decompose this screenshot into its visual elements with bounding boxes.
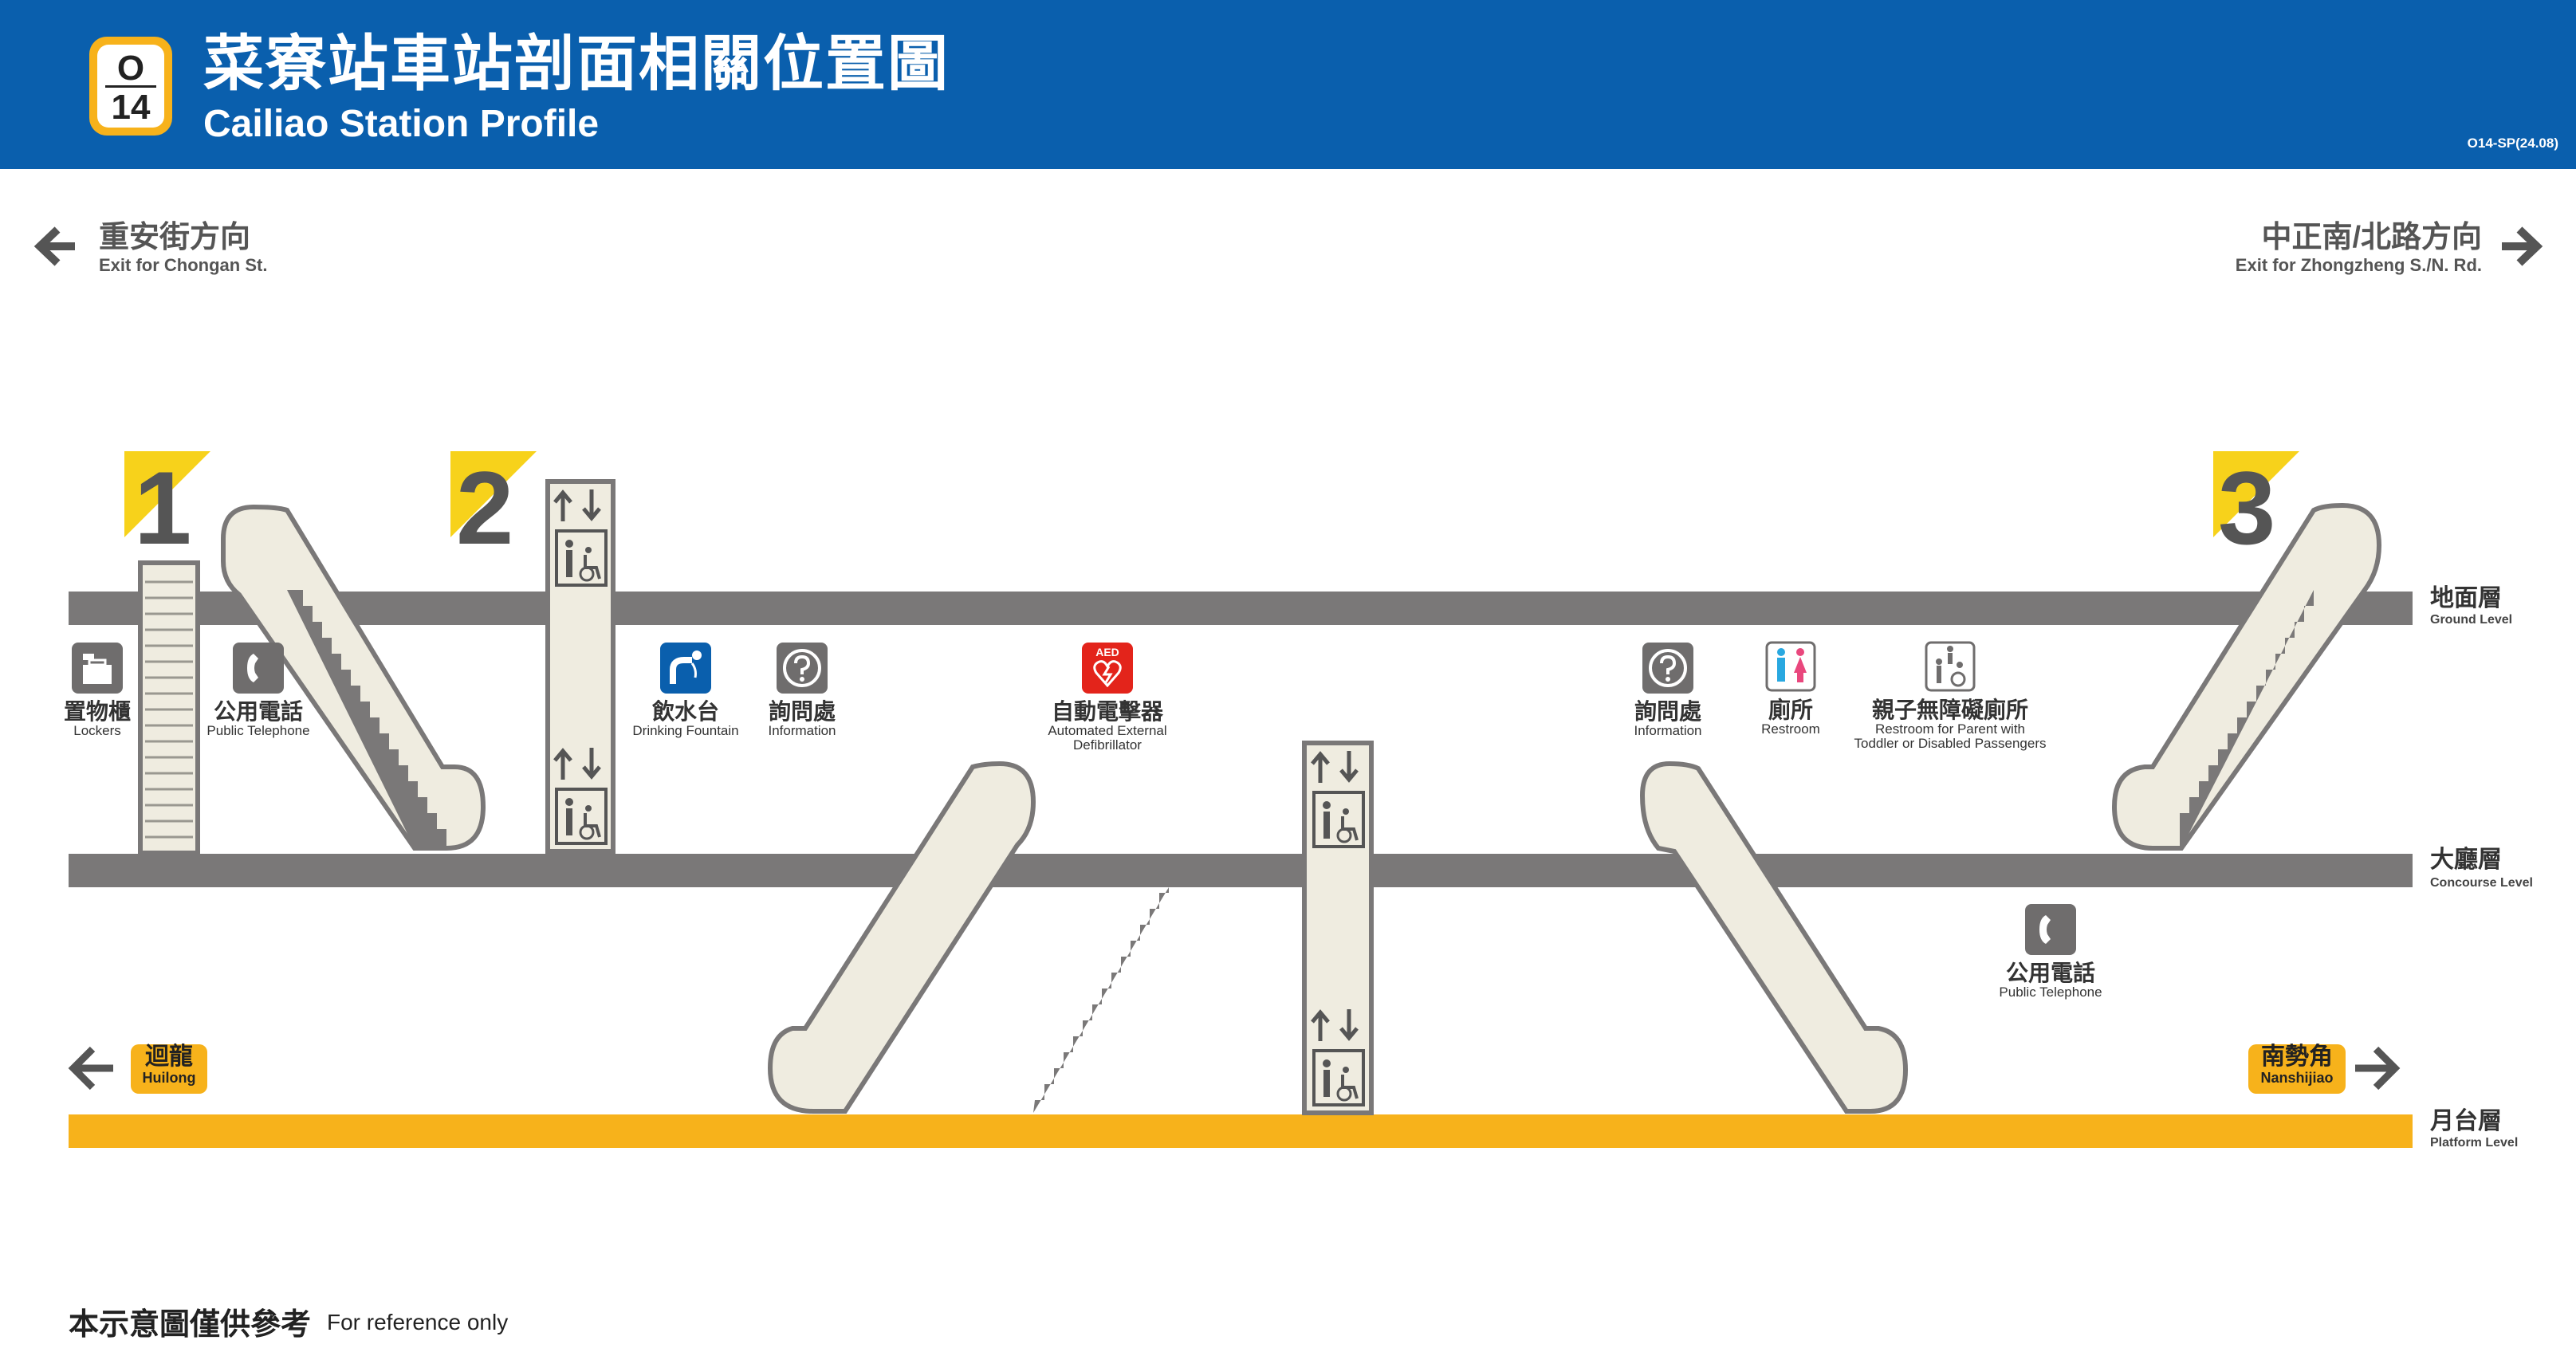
elevator-icon	[553, 489, 608, 587]
exit-left-zh: 重安街方向	[99, 221, 251, 254]
facility-information-2-zh: 詢問處	[1634, 699, 1701, 724]
footer-disclaimer-zh: 本示意圖僅供參考	[69, 1308, 312, 1342]
concourse-level-floor	[69, 854, 2413, 887]
aed-icon: AED	[1082, 643, 1133, 694]
facility-family-restroom-en2: Toddler or Disabled Passengers	[1854, 736, 2047, 751]
exit-left-en: Exit for Chongan St.	[99, 255, 268, 275]
facility-telephone-1-zh: 公用電話	[213, 699, 303, 724]
document-code: O14-SP(24.08)	[2467, 136, 2558, 151]
escalator-exit3	[2111, 502, 2382, 851]
facility-restroom-zh: 廁所	[1768, 698, 1813, 722]
platform-level-floor	[69, 1114, 2413, 1148]
direction-nanshijiao: 南勢角 Nanshijiao	[2248, 1044, 2346, 1094]
elevator-icon	[1311, 1009, 1365, 1106]
facility-telephone-2-en: Public Telephone	[1999, 985, 2102, 1000]
facility-information-1-zh: 詢問處	[768, 699, 836, 724]
elevator-icon	[1311, 751, 1365, 848]
facility-telephone-2-zh: 公用電話	[2005, 961, 2095, 985]
facility-drinking-fountain-zh: 飲水台	[651, 699, 719, 724]
header-bar: O 14 菜寮站車站剖面相關位置圖 Cailiao Station Profil…	[0, 0, 2576, 169]
page-title-en: Cailiao Station Profile	[203, 103, 600, 145]
escalator-exit1	[221, 504, 486, 851]
locker-icon	[72, 643, 123, 694]
escalator-platform-left	[767, 761, 1036, 1114]
exit-number-1: 1	[134, 450, 192, 566]
facility-restroom: 廁所 Restroom	[1735, 698, 1846, 737]
direction-nanshijiao-zh: 南勢角	[2261, 1044, 2333, 1070]
facility-family-restroom-en: Restroom for Parent with	[1874, 721, 2025, 737]
information-icon	[777, 643, 828, 694]
exit-2-flag	[450, 451, 537, 537]
facility-family-restroom-zh: 親子無障礙廁所	[1871, 698, 2028, 722]
level-ground-zh: 地面層	[2430, 585, 2502, 611]
facility-lockers-zh: 置物櫃	[63, 699, 131, 724]
facility-drinking-fountain: 飲水台 Drinking Fountain	[614, 700, 757, 738]
direction-huilong-en: Huilong	[142, 1070, 196, 1086]
station-badge: O 14	[89, 37, 172, 136]
level-concourse-zh: 大廳層	[2430, 847, 2502, 873]
facility-telephone-2: 公用電話 Public Telephone	[1979, 961, 2122, 1000]
arrow-left-icon	[68, 1046, 113, 1091]
facility-restroom-en: Restroom	[1761, 721, 1820, 737]
facility-aed-en2: Defibrillator	[1073, 737, 1142, 753]
exit-number-2: 2	[456, 450, 514, 566]
level-platform-zh: 月台層	[2430, 1108, 2502, 1134]
exit-number-3: 3	[2218, 450, 2276, 566]
arrow-left-icon	[33, 226, 75, 266]
exit-1-stairway	[138, 560, 200, 855]
aed-badge-text: AED	[1095, 646, 1119, 658]
exit-right-zh: 中正南/北路方向	[2261, 221, 2482, 254]
drinking-fountain-icon	[660, 643, 711, 694]
facility-aed-zh: 自動電擊器	[1051, 699, 1163, 724]
telephone-icon	[2025, 904, 2076, 955]
exit-right-en: Exit for Zhongzheng S./N. Rd.	[2235, 255, 2482, 275]
facility-information-1-en: Information	[768, 723, 836, 738]
facility-telephone-1-en: Public Telephone	[206, 723, 310, 738]
direction-huilong: 迴龍 Huilong	[131, 1044, 207, 1094]
level-ground-en: Ground Level	[2430, 613, 2513, 627]
level-platform-en: Platform Level	[2430, 1136, 2519, 1150]
restroom-icon	[1765, 641, 1816, 692]
facility-information-2-en: Information	[1634, 723, 1702, 738]
exit-3-flag	[2213, 451, 2299, 537]
direction-nanshijiao-en: Nanshijiao	[2260, 1070, 2334, 1086]
direction-huilong-zh: 迴龍	[145, 1044, 193, 1070]
line-code: O	[116, 49, 145, 88]
escalator-platform-right	[1639, 761, 1909, 1114]
page-title-zh: 菜寮站車站剖面相關位置圖	[203, 30, 950, 98]
elevator-icon	[553, 748, 608, 845]
badge-separator	[105, 85, 156, 88]
footer-disclaimer-en: For reference only	[327, 1310, 509, 1334]
information-icon	[1642, 643, 1693, 694]
telephone-icon	[233, 643, 284, 694]
ground-level-floor	[69, 592, 2413, 625]
stairs-platform	[1033, 887, 1169, 1113]
family-restroom-icon	[1925, 641, 1976, 692]
facility-drinking-fountain-en: Drinking Fountain	[632, 723, 739, 738]
station-badge-inner: O 14	[97, 45, 164, 128]
facility-lockers: 置物櫃 Lockers	[49, 700, 145, 738]
facility-information-1: 詢問處 Information	[738, 700, 866, 738]
level-concourse-en: Concourse Level	[2430, 876, 2533, 890]
arrow-right-icon	[2502, 226, 2543, 266]
station-number: 14	[111, 88, 151, 127]
facility-lockers-en: Lockers	[73, 723, 121, 738]
facility-aed: 自動電擊器 Automated External Defibrillator	[1012, 700, 1203, 753]
facility-information-2: 詢問處 Information	[1604, 700, 1732, 738]
facility-family-restroom: 親子無障礙廁所 Restroom for Parent with Toddler…	[1823, 698, 2078, 751]
arrow-right-icon	[2355, 1046, 2401, 1091]
facility-aed-en: Automated External	[1048, 723, 1167, 738]
exit-1-flag	[124, 451, 210, 537]
facility-telephone-1: 公用電話 Public Telephone	[187, 700, 330, 738]
